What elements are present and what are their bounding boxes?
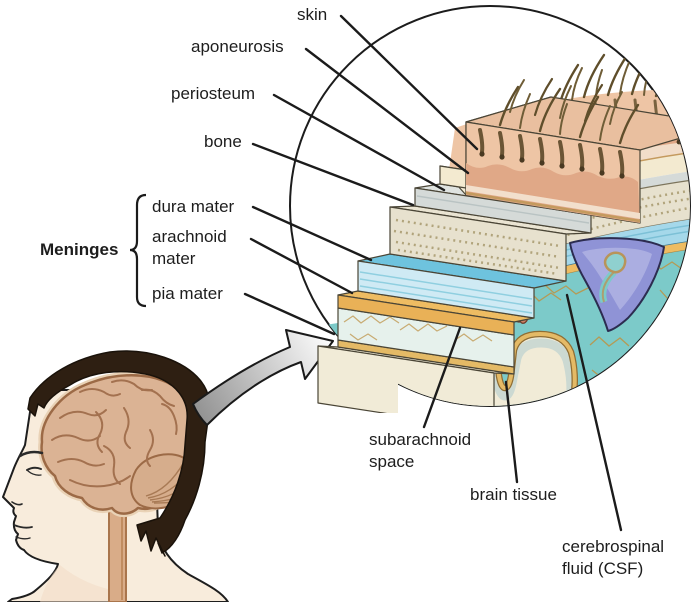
- leader-line-csf: [565, 293, 623, 532]
- label-meninges: Meninges: [40, 240, 119, 259]
- label-dura-mater: dura mater: [152, 197, 235, 216]
- label-pia-mater: pia mater: [152, 284, 223, 303]
- leader-line-bone: [251, 142, 415, 207]
- label-csf: cerebrospinal fluid (CSF): [562, 537, 665, 578]
- mouth: [13, 524, 33, 529]
- dura-riser: [357, 260, 535, 319]
- label-skin: skin: [297, 5, 328, 24]
- leader-line-dura: [251, 205, 373, 262]
- leader-line-brain-tissue: [504, 380, 519, 484]
- sinus: [569, 237, 665, 332]
- head-illustration: [2, 350, 229, 602]
- label-aponeurosis: aponeurosis: [191, 37, 284, 56]
- leader-line-skin: [339, 14, 479, 151]
- granulation-icon: [603, 251, 627, 274]
- leader-line-pia: [243, 292, 336, 336]
- label-brain-tissue: brain tissue: [470, 485, 557, 504]
- nostril: [11, 501, 23, 506]
- eyebrow: [18, 450, 44, 458]
- leader-line-periosteum: [272, 93, 446, 192]
- neck-shading: [40, 565, 122, 602]
- zoom-arrow: [192, 329, 334, 426]
- leader-line-arachnoid: [249, 237, 354, 295]
- leader-lines: [243, 14, 623, 532]
- brain-illustration: [38, 371, 199, 518]
- label-bone: bone: [204, 132, 242, 151]
- hair-strands-block: [498, 77, 640, 145]
- leader-line-subarachnoid: [422, 326, 462, 429]
- arachnoid-riser: [337, 294, 515, 336]
- label-periosteum: periosteum: [171, 84, 256, 103]
- meninges-brace: [129, 193, 147, 308]
- leader-line-aponeurosis: [304, 47, 470, 175]
- label-subarachnoid-space: subarachnoid space: [369, 430, 472, 471]
- eye: [26, 466, 42, 471]
- label-arachnoid-mater: arachnoid mater: [152, 227, 227, 268]
- hair: [27, 350, 211, 557]
- brain-tissue-right: [640, 327, 690, 406]
